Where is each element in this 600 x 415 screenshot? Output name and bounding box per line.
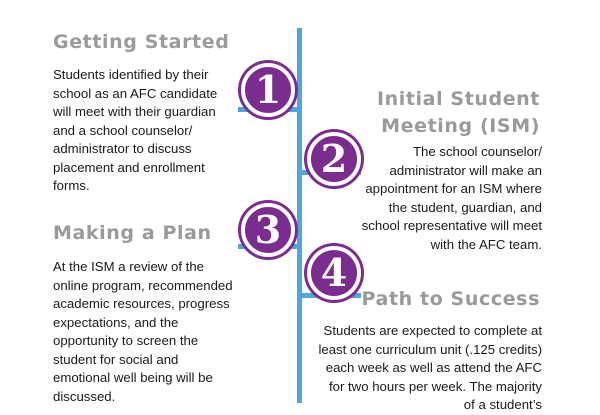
step-2-title: Initial Student Meeting (ISM) — [376, 88, 540, 137]
step-3-text: At the ISM a review of the online progra… — [53, 259, 233, 404]
step-2-text: The school counselor/ administrator will… — [361, 144, 542, 252]
step-3-badge: 3 — [241, 203, 295, 257]
step-4-text: Students are expected to complete at lea… — [318, 323, 542, 412]
step-1-text: Students identified by their school as a… — [53, 67, 218, 193]
step-4-title: Path to Success — [361, 288, 540, 310]
step-1-badge: 1 — [241, 63, 295, 117]
step-1-title: Getting Started — [53, 31, 230, 53]
step-4-badge: 4 — [307, 246, 361, 300]
step-2-badge: 2 — [307, 132, 361, 186]
step-3-title: Making a Plan — [53, 222, 212, 244]
timeline-axis — [297, 28, 302, 403]
